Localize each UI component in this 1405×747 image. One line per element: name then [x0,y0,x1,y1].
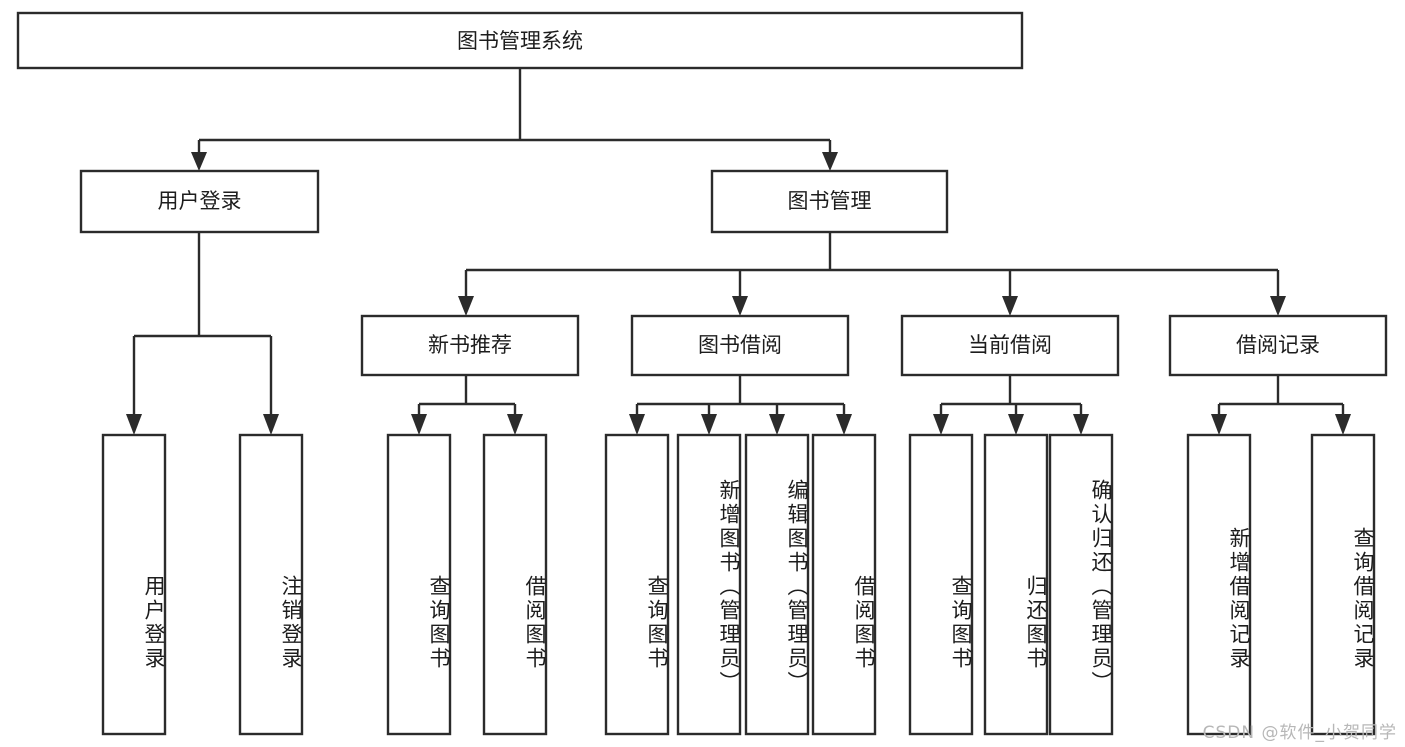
node-label-current-borrow: 当前借阅 [968,333,1052,357]
leaf-box-confirm-return-admin[interactable] [1048,433,1114,736]
arrow-to-new-book-rec [458,296,474,316]
leaf-box-add-borrow-record[interactable] [1186,433,1252,736]
node-box-book-borrow[interactable] [630,314,850,377]
node-box-user-login[interactable] [79,169,320,234]
node-box-new-book-recommend[interactable] [360,314,580,377]
arrow-leaf-query-book-1 [411,414,427,435]
arrow-leaf-edit-book [769,414,785,435]
connector-group-borrow-record [1211,375,1351,435]
arrow-to-user-login [191,152,207,171]
leaf-box-add-book-admin[interactable] [676,433,742,736]
arrow-leaf-confirm-return [1073,414,1089,435]
leaf-box-query-borrow-record[interactable] [1310,433,1376,736]
arrow-leaf-query-book-2 [629,414,645,435]
arrow-to-book-manage [822,152,838,171]
arrow-leaf-return-book [1008,414,1024,435]
connector-group-root [191,68,838,171]
arrow-leaf-borrow-book-2 [836,414,852,435]
arrow-leaf-user-login [126,414,142,435]
leaf-box-borrow-book-1[interactable] [482,433,548,736]
node-label-borrow-record: 借阅记录 [1236,333,1320,357]
node-box-current-borrow[interactable] [900,314,1120,377]
leaf-box-borrow-book-2[interactable] [811,433,877,736]
connector-group-new-book-rec [411,375,523,435]
csdn-watermark: CSDN @软件_小贺同学 [1202,723,1397,743]
leaf-box-user-login[interactable] [101,433,167,736]
node-label-new-book-recommend: 新书推荐 [428,333,512,357]
leaf-box-logout[interactable] [238,433,304,736]
arrow-leaf-query-book-3 [933,414,949,435]
node-box-root[interactable] [16,11,1024,70]
arrow-leaf-add-record [1211,414,1227,435]
leaf-box-query-book-1[interactable] [386,433,452,736]
leaf-box-edit-book-admin[interactable] [744,433,810,736]
arrow-leaf-borrow-book-1 [507,414,523,435]
connector-group-user-login [126,232,279,435]
arrow-to-current-borrow [1002,296,1018,316]
leaf-box-query-book-2[interactable] [604,433,670,736]
leaf-box-query-book-3[interactable] [908,433,974,736]
node-label-user-login: 用户登录 [158,189,242,213]
node-box-book-manage[interactable] [710,169,949,234]
connector-group-book-borrow [629,375,852,435]
connector-group-book-manage [458,232,1286,316]
connector-group-current-borrow [933,375,1089,435]
node-label-book-manage: 图书管理 [788,189,872,213]
node-label-book-borrow: 图书借阅 [698,333,782,357]
node-label-root: 图书管理系统 [457,29,583,53]
arrow-leaf-query-record [1335,414,1351,435]
arrow-leaf-logout [263,414,279,435]
arrow-to-borrow-record [1270,296,1286,316]
arrow-leaf-add-book [701,414,717,435]
leaf-box-return-book[interactable] [983,433,1049,736]
node-box-borrow-record[interactable] [1168,314,1388,377]
arrow-to-book-borrow [732,296,748,316]
